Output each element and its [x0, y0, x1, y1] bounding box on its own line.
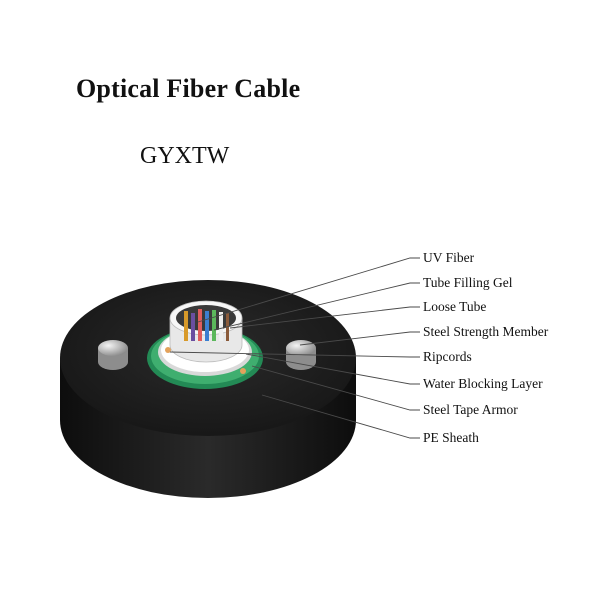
label-ripcords: Ripcords [423, 349, 472, 364]
ripcords [165, 347, 246, 374]
component-labels: UV Fiber Tube Filling Gel Loose Tube Ste… [423, 250, 549, 445]
cable-model: GYXTW [140, 143, 230, 169]
label-loose-tube: Loose Tube [423, 299, 486, 314]
label-pe-sheath: PE Sheath [423, 430, 479, 445]
diagram-title: Optical Fiber Cable [76, 74, 301, 103]
label-steel-strength-member: Steel Strength Member [423, 324, 549, 339]
label-steel-tape-armor: Steel Tape Armor [423, 402, 518, 417]
leader-lines [169, 257, 420, 439]
label-uv-fiber: UV Fiber [423, 250, 475, 265]
label-tube-filling-gel: Tube Filling Gel [423, 275, 513, 290]
label-water-blocking-layer: Water Blocking Layer [423, 376, 543, 391]
steel-strength-member-left [98, 340, 128, 370]
